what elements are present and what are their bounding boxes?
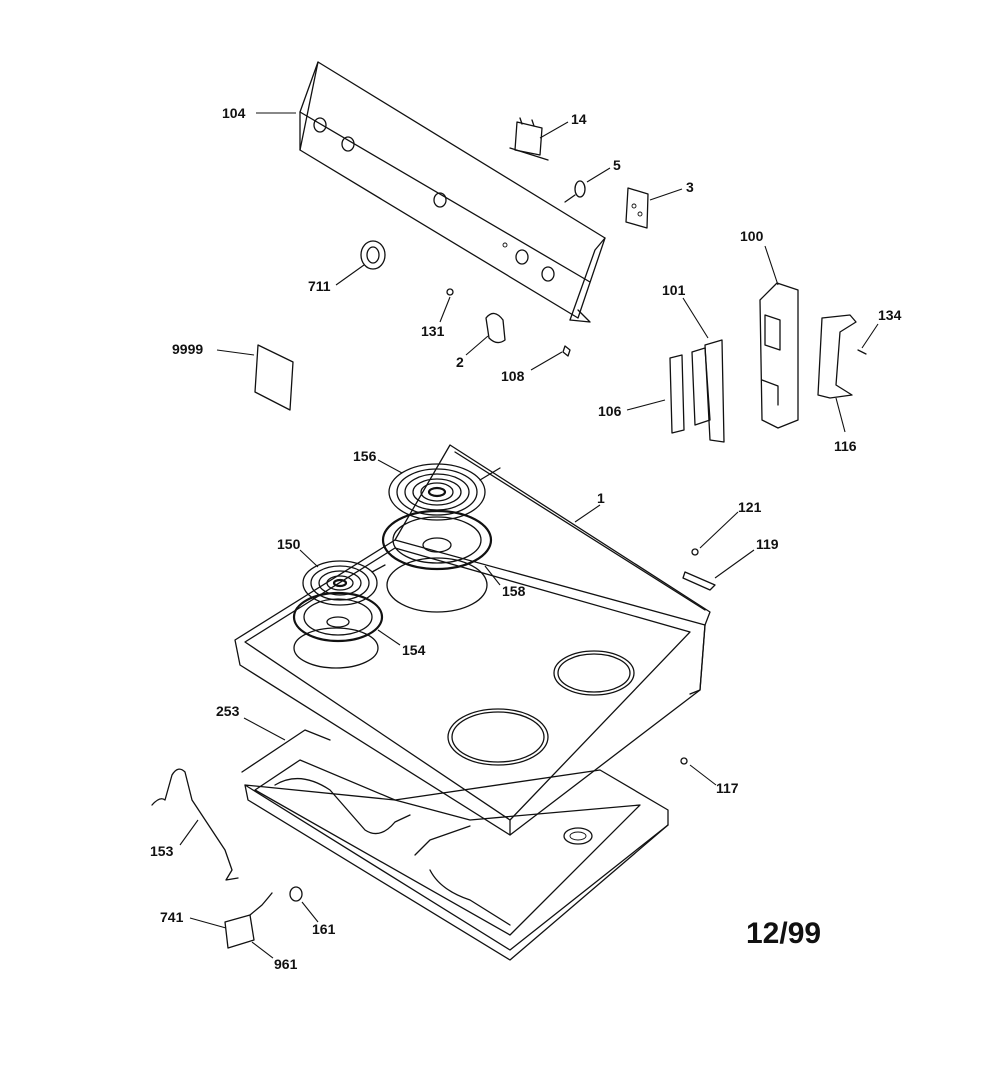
callout-961: 961 (274, 956, 298, 972)
callout-156: 156 (353, 448, 377, 464)
callout-108: 108 (501, 368, 525, 384)
selector-switch-part (625, 187, 649, 229)
callout-2: 2 (456, 354, 464, 370)
leader-lines (179, 112, 879, 959)
screw-131-part (446, 288, 454, 296)
screw-117-part (680, 757, 688, 765)
screw-134-part (857, 349, 867, 355)
callout-741: 741 (160, 909, 184, 925)
bracket-101-part (691, 339, 725, 443)
end-cap-116-part (817, 314, 857, 399)
burner-box-pan (241, 729, 669, 961)
callout-119: 119 (756, 536, 779, 552)
wire-harness-153-part (151, 768, 239, 881)
callout-158: 158 (502, 583, 526, 599)
cooktop-main-top (234, 444, 711, 836)
large-drip-pan-part (381, 509, 493, 571)
small-surface-element-part (302, 560, 386, 606)
large-surface-element-part (388, 463, 501, 521)
indicator-light-part (564, 180, 586, 203)
side-trim-100-part (759, 282, 799, 429)
screw-121-part (691, 548, 699, 556)
callout-116: 116 (834, 438, 857, 454)
callout-117: 117 (716, 780, 739, 796)
callout-253: 253 (216, 703, 240, 719)
callout-711: 711 (308, 278, 331, 294)
callout-150: 150 (277, 536, 301, 552)
control-panel-backsplash (299, 61, 606, 323)
callout-100: 100 (740, 228, 764, 244)
knob-711-part (360, 240, 386, 270)
bracket-119-part (682, 571, 716, 591)
small-drip-pan-part (292, 591, 384, 643)
callout-9999: 9999 (172, 341, 203, 357)
callout-104: 104 (222, 105, 246, 121)
callout-labels: 104 14 5 3 711 131 2 108 9999 100 101 13… (150, 105, 902, 972)
date-code: 12/99 (746, 917, 821, 950)
callout-134: 134 (878, 307, 902, 323)
callout-101: 101 (662, 282, 686, 298)
bracket-106-part (669, 354, 685, 434)
knob-2-part (485, 312, 506, 344)
switch-961-part (224, 892, 273, 949)
callout-3: 3 (686, 179, 694, 195)
callout-161: 161 (312, 921, 336, 937)
callout-154: 154 (402, 642, 426, 658)
clip-161-part (289, 886, 303, 902)
callout-5: 5 (613, 157, 621, 173)
screw-108-part (562, 345, 571, 357)
callout-153: 153 (150, 843, 174, 859)
callout-14: 14 (571, 111, 587, 127)
callout-1: 1 (597, 490, 605, 506)
callout-131: 131 (421, 323, 445, 339)
literature-envelope-part (254, 344, 294, 411)
callout-121: 121 (738, 499, 762, 515)
callout-106: 106 (598, 403, 622, 419)
infinite-switch-part (509, 117, 549, 161)
